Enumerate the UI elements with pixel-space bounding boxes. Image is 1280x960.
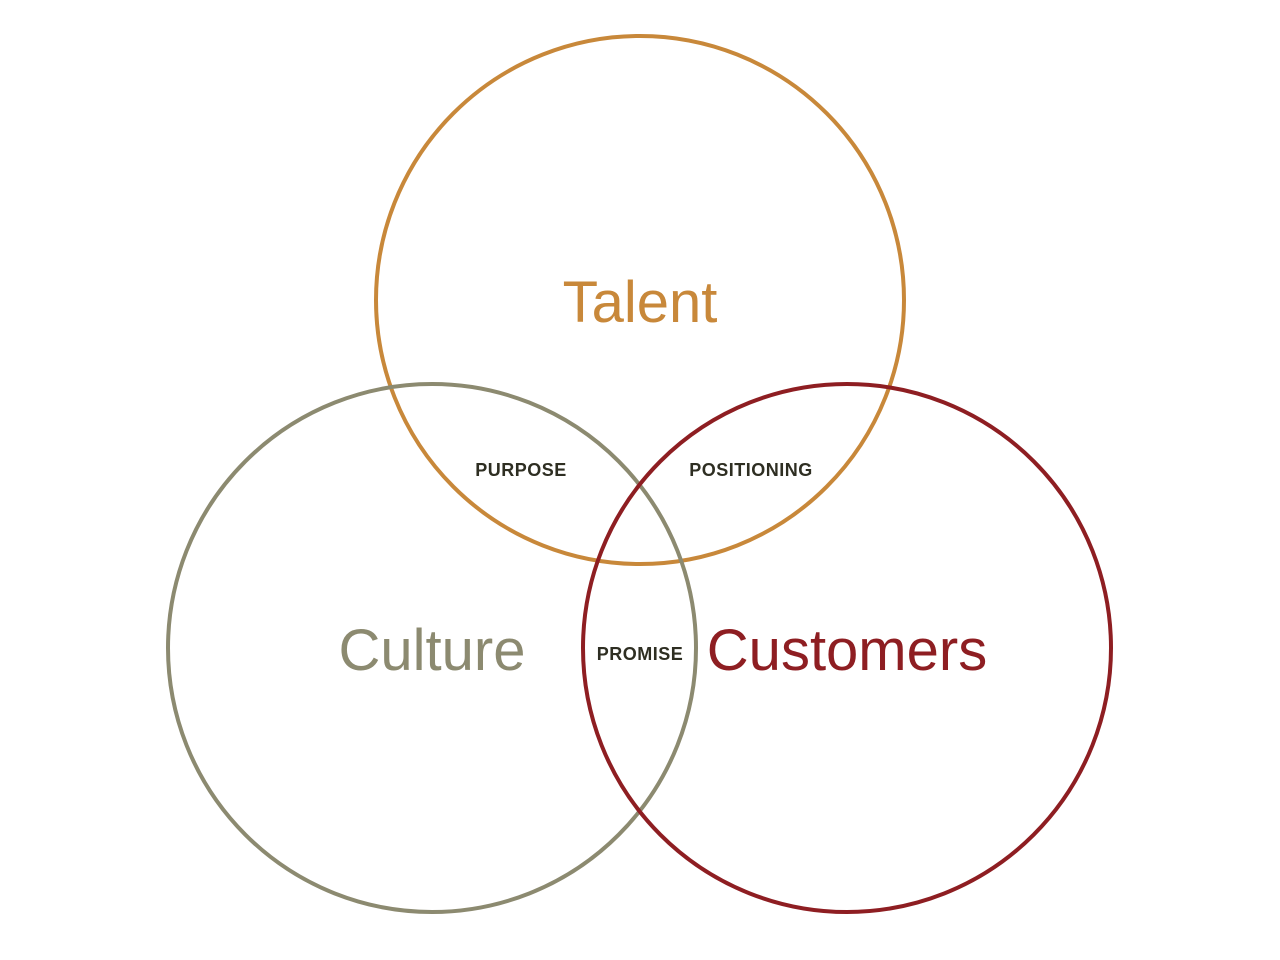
- culture-label: Culture: [339, 618, 526, 683]
- culture-circle: [166, 382, 698, 914]
- promise-label: PROMISE: [597, 644, 684, 664]
- customers-label: Customers: [707, 618, 987, 683]
- purpose-label: PURPOSE: [475, 460, 567, 480]
- positioning-label: POSITIONING: [689, 460, 813, 480]
- customers-circle: [581, 382, 1113, 914]
- talent-label: Talent: [563, 270, 718, 335]
- talent-circle: [374, 34, 906, 566]
